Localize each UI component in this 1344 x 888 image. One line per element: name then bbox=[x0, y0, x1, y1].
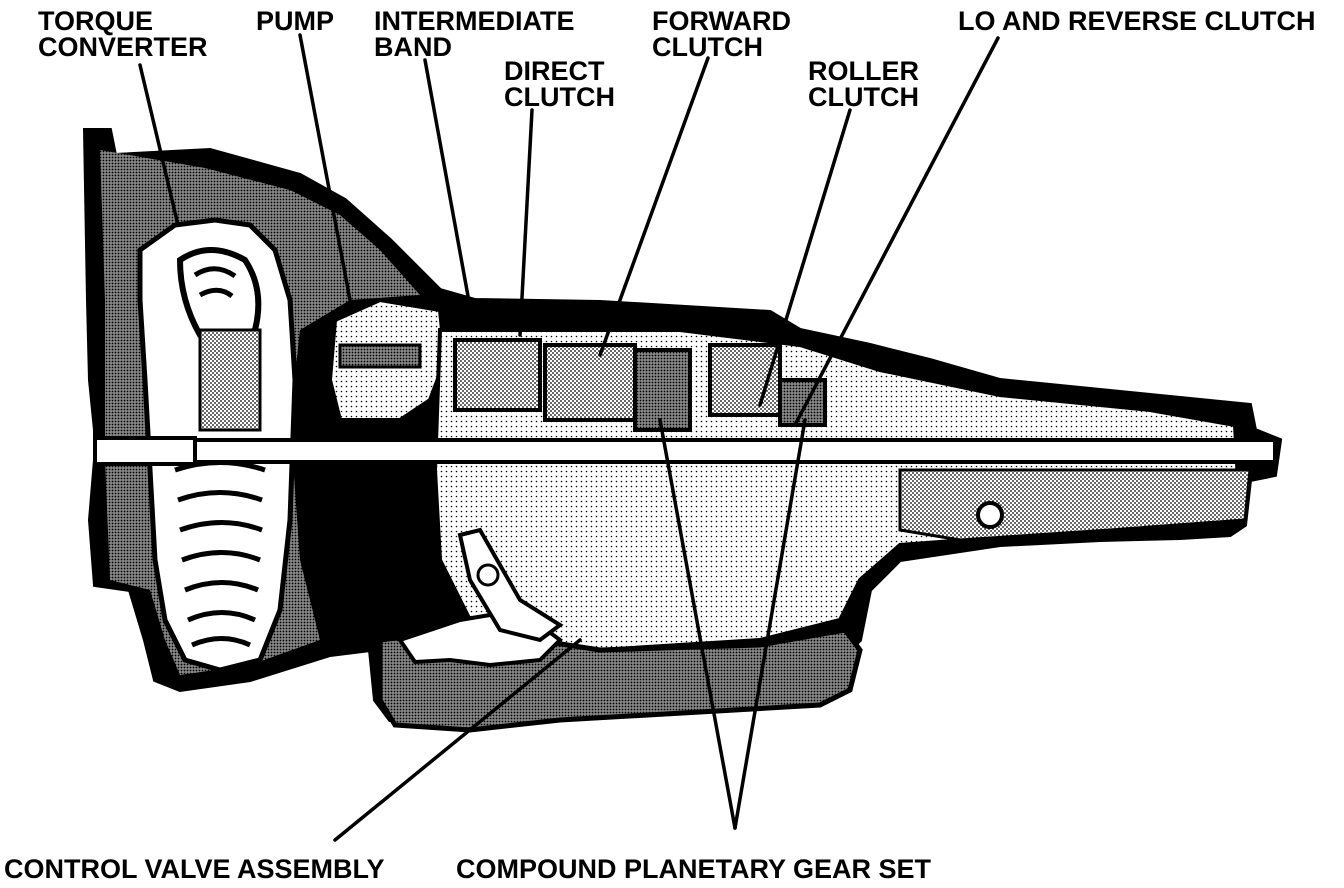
valve-bracket bbox=[457, 527, 564, 643]
leader-direct-clutch bbox=[518, 108, 534, 337]
label-roller-clutch-line1: ROLLER bbox=[808, 56, 919, 86]
label-torque-converter-line2: CONVERTER bbox=[38, 32, 208, 62]
leader-roller-clutch bbox=[758, 108, 852, 407]
leader-lo-reverse-clutch bbox=[793, 36, 1000, 427]
label-direct-clutch-line2: CLUTCH bbox=[504, 82, 615, 112]
label-torque-converter-line1: TORQUE bbox=[38, 6, 154, 36]
label-roller-clutch-line2: CLUTCH bbox=[808, 82, 919, 112]
label-lo-reverse-clutch-text: LO AND REVERSE CLUTCH bbox=[958, 6, 1316, 36]
label-forward-clutch-line2: CLUTCH bbox=[652, 32, 763, 62]
label-forward-clutch-line1: FORWARD bbox=[652, 6, 791, 36]
label-compound-planetary-gear-set-text: COMPOUND PLANETARY GEAR SET bbox=[456, 854, 932, 884]
input-shaft-end bbox=[93, 436, 197, 466]
label-compound-planetary-gear-set: COMPOUND PLANETARY GEAR SET bbox=[456, 854, 932, 884]
leader-lines bbox=[138, 33, 1000, 842]
leader-planetary-b bbox=[733, 418, 807, 830]
label-lo-reverse-clutch: LO AND REVERSE CLUTCH bbox=[958, 6, 1316, 36]
label-forward-clutch: FORWARD CLUTCH bbox=[652, 6, 791, 62]
leader-intermediate-band bbox=[423, 58, 474, 320]
label-control-valve-assembly: CONTROL VALVE ASSEMBLY bbox=[4, 854, 385, 884]
label-intermediate-band-line1: INTERMEDIATE bbox=[374, 6, 575, 36]
label-control-valve-assembly-text: CONTROL VALVE ASSEMBLY bbox=[4, 854, 385, 884]
label-torque-converter: TORQUE CONVERTER bbox=[38, 6, 208, 62]
pump-gear bbox=[338, 343, 422, 369]
label-roller-clutch: ROLLER CLUTCH bbox=[808, 56, 919, 112]
extension-bolt bbox=[976, 501, 1004, 529]
label-pump-text: PUMP bbox=[256, 6, 335, 36]
leader-control-valve bbox=[333, 638, 582, 842]
leader-torque-converter bbox=[138, 63, 180, 227]
label-intermediate-band: INTERMEDIATE BAND bbox=[374, 6, 575, 62]
leader-forward-clutch bbox=[598, 56, 710, 357]
main-shaft bbox=[93, 438, 1277, 464]
label-direct-clutch: DIRECT CLUTCH bbox=[504, 56, 615, 112]
label-pump: PUMP bbox=[256, 6, 335, 36]
label-intermediate-band-line2: BAND bbox=[374, 32, 452, 62]
leader-pump bbox=[298, 33, 352, 302]
bracket-screw bbox=[476, 563, 500, 587]
label-direct-clutch-line1: DIRECT bbox=[504, 56, 605, 86]
leader-planetary-a bbox=[658, 418, 737, 830]
